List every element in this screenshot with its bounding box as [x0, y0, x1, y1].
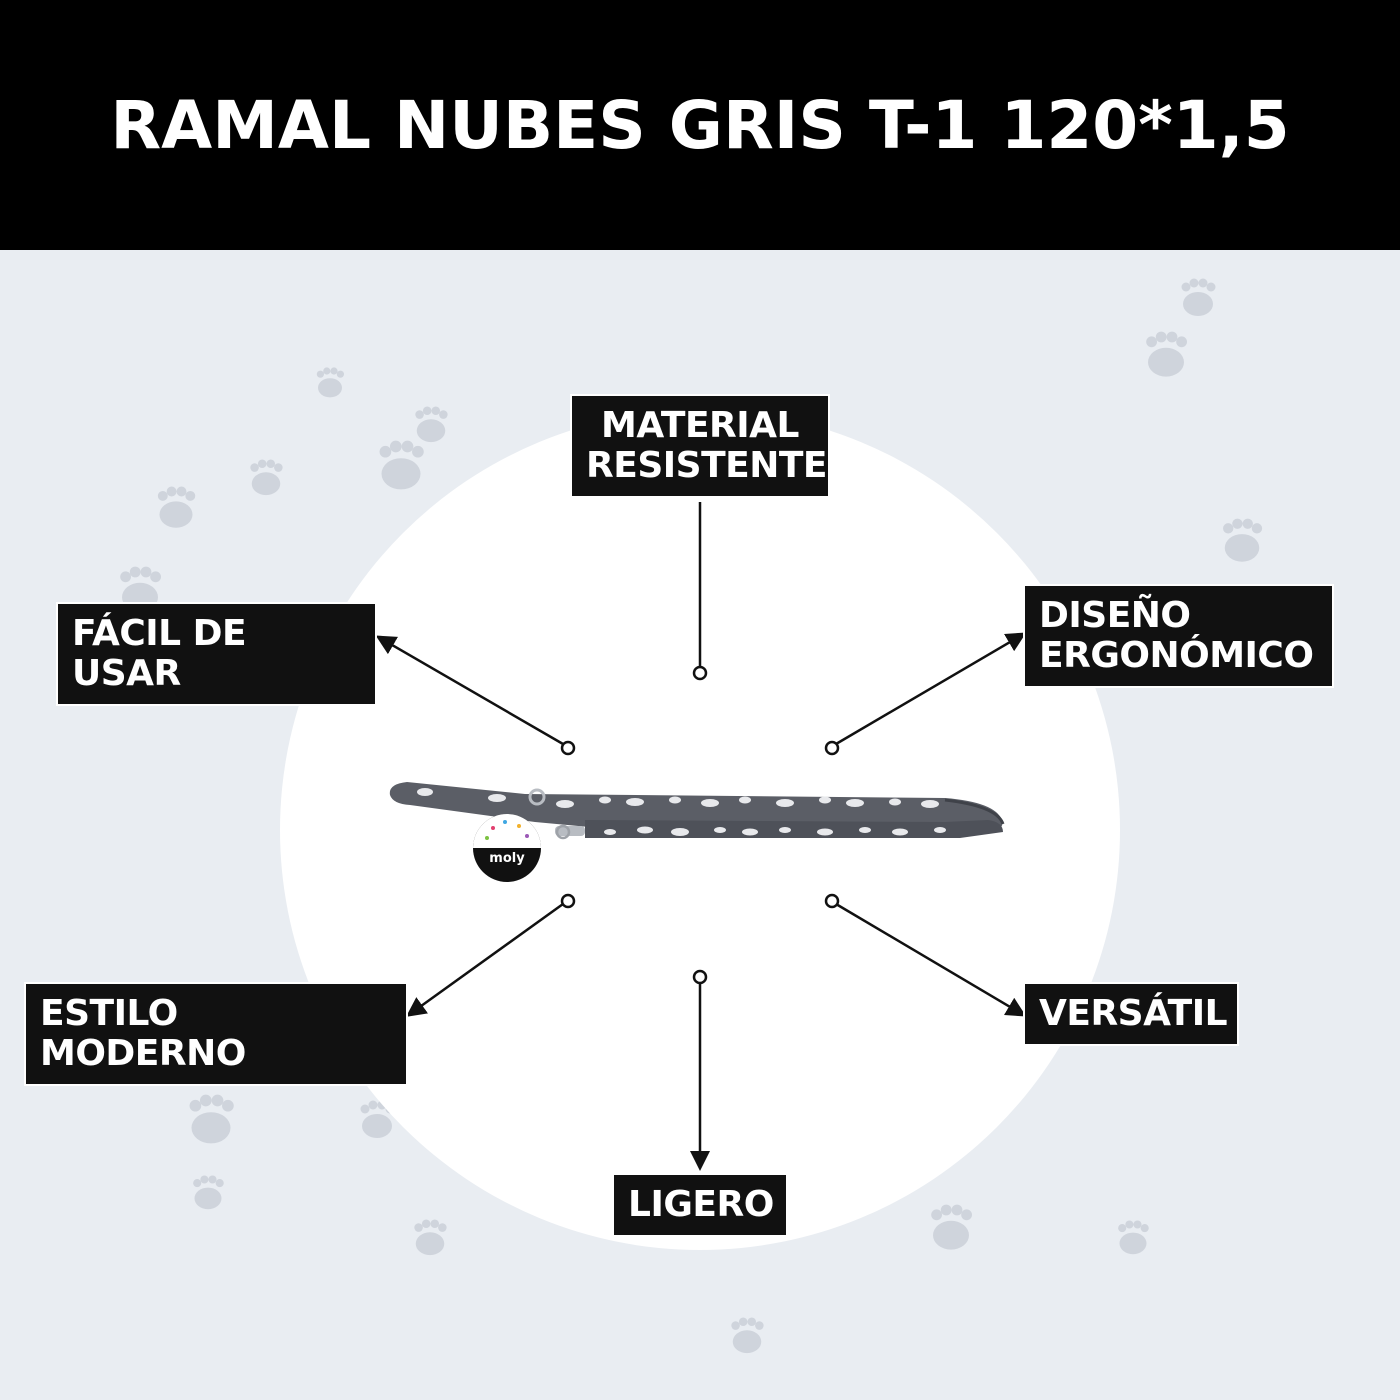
product-title: RAMAL NUBES GRIS T-1 120*1,5	[110, 86, 1290, 164]
paw-print-icon	[193, 1175, 224, 1210]
paw-print-icon	[189, 1094, 234, 1144]
title-banner: RAMAL NUBES GRIS T-1 120*1,5	[0, 0, 1400, 250]
leash-hardware	[528, 788, 585, 840]
feature-facil-de-usar: FÁCIL DE USAR	[56, 602, 377, 706]
paw-print-icon	[379, 440, 424, 490]
feature-material-resistente: MATERIAL RESISTENTE	[570, 394, 830, 498]
paw-print-icon	[1181, 278, 1216, 316]
cloud-pattern	[417, 788, 946, 836]
paw-print-icon	[1118, 1220, 1149, 1255]
feature-diseno-ergonomico: DISEÑO ERGONÓMICO	[1023, 584, 1334, 688]
paw-print-icon	[731, 1317, 764, 1354]
paw-print-icon	[316, 367, 344, 398]
paw-print-icon	[931, 1204, 972, 1250]
paw-print-icon	[1223, 518, 1263, 562]
paw-print-icon	[414, 1219, 447, 1256]
moly-logo-text: moly	[489, 851, 525, 866]
leash-product-image: moly	[389, 782, 1005, 882]
paw-print-icon	[250, 459, 283, 496]
moly-tag-logo: moly	[473, 814, 541, 882]
paw-print-icon	[1146, 331, 1187, 377]
feature-ligero: LIGERO	[612, 1173, 788, 1237]
paw-print-icon	[157, 486, 196, 528]
feature-estilo-moderno: ESTILO MODERNO	[24, 982, 408, 1086]
paw-print-icon	[415, 406, 448, 443]
feature-versatil: VERSÁTIL	[1023, 982, 1239, 1046]
